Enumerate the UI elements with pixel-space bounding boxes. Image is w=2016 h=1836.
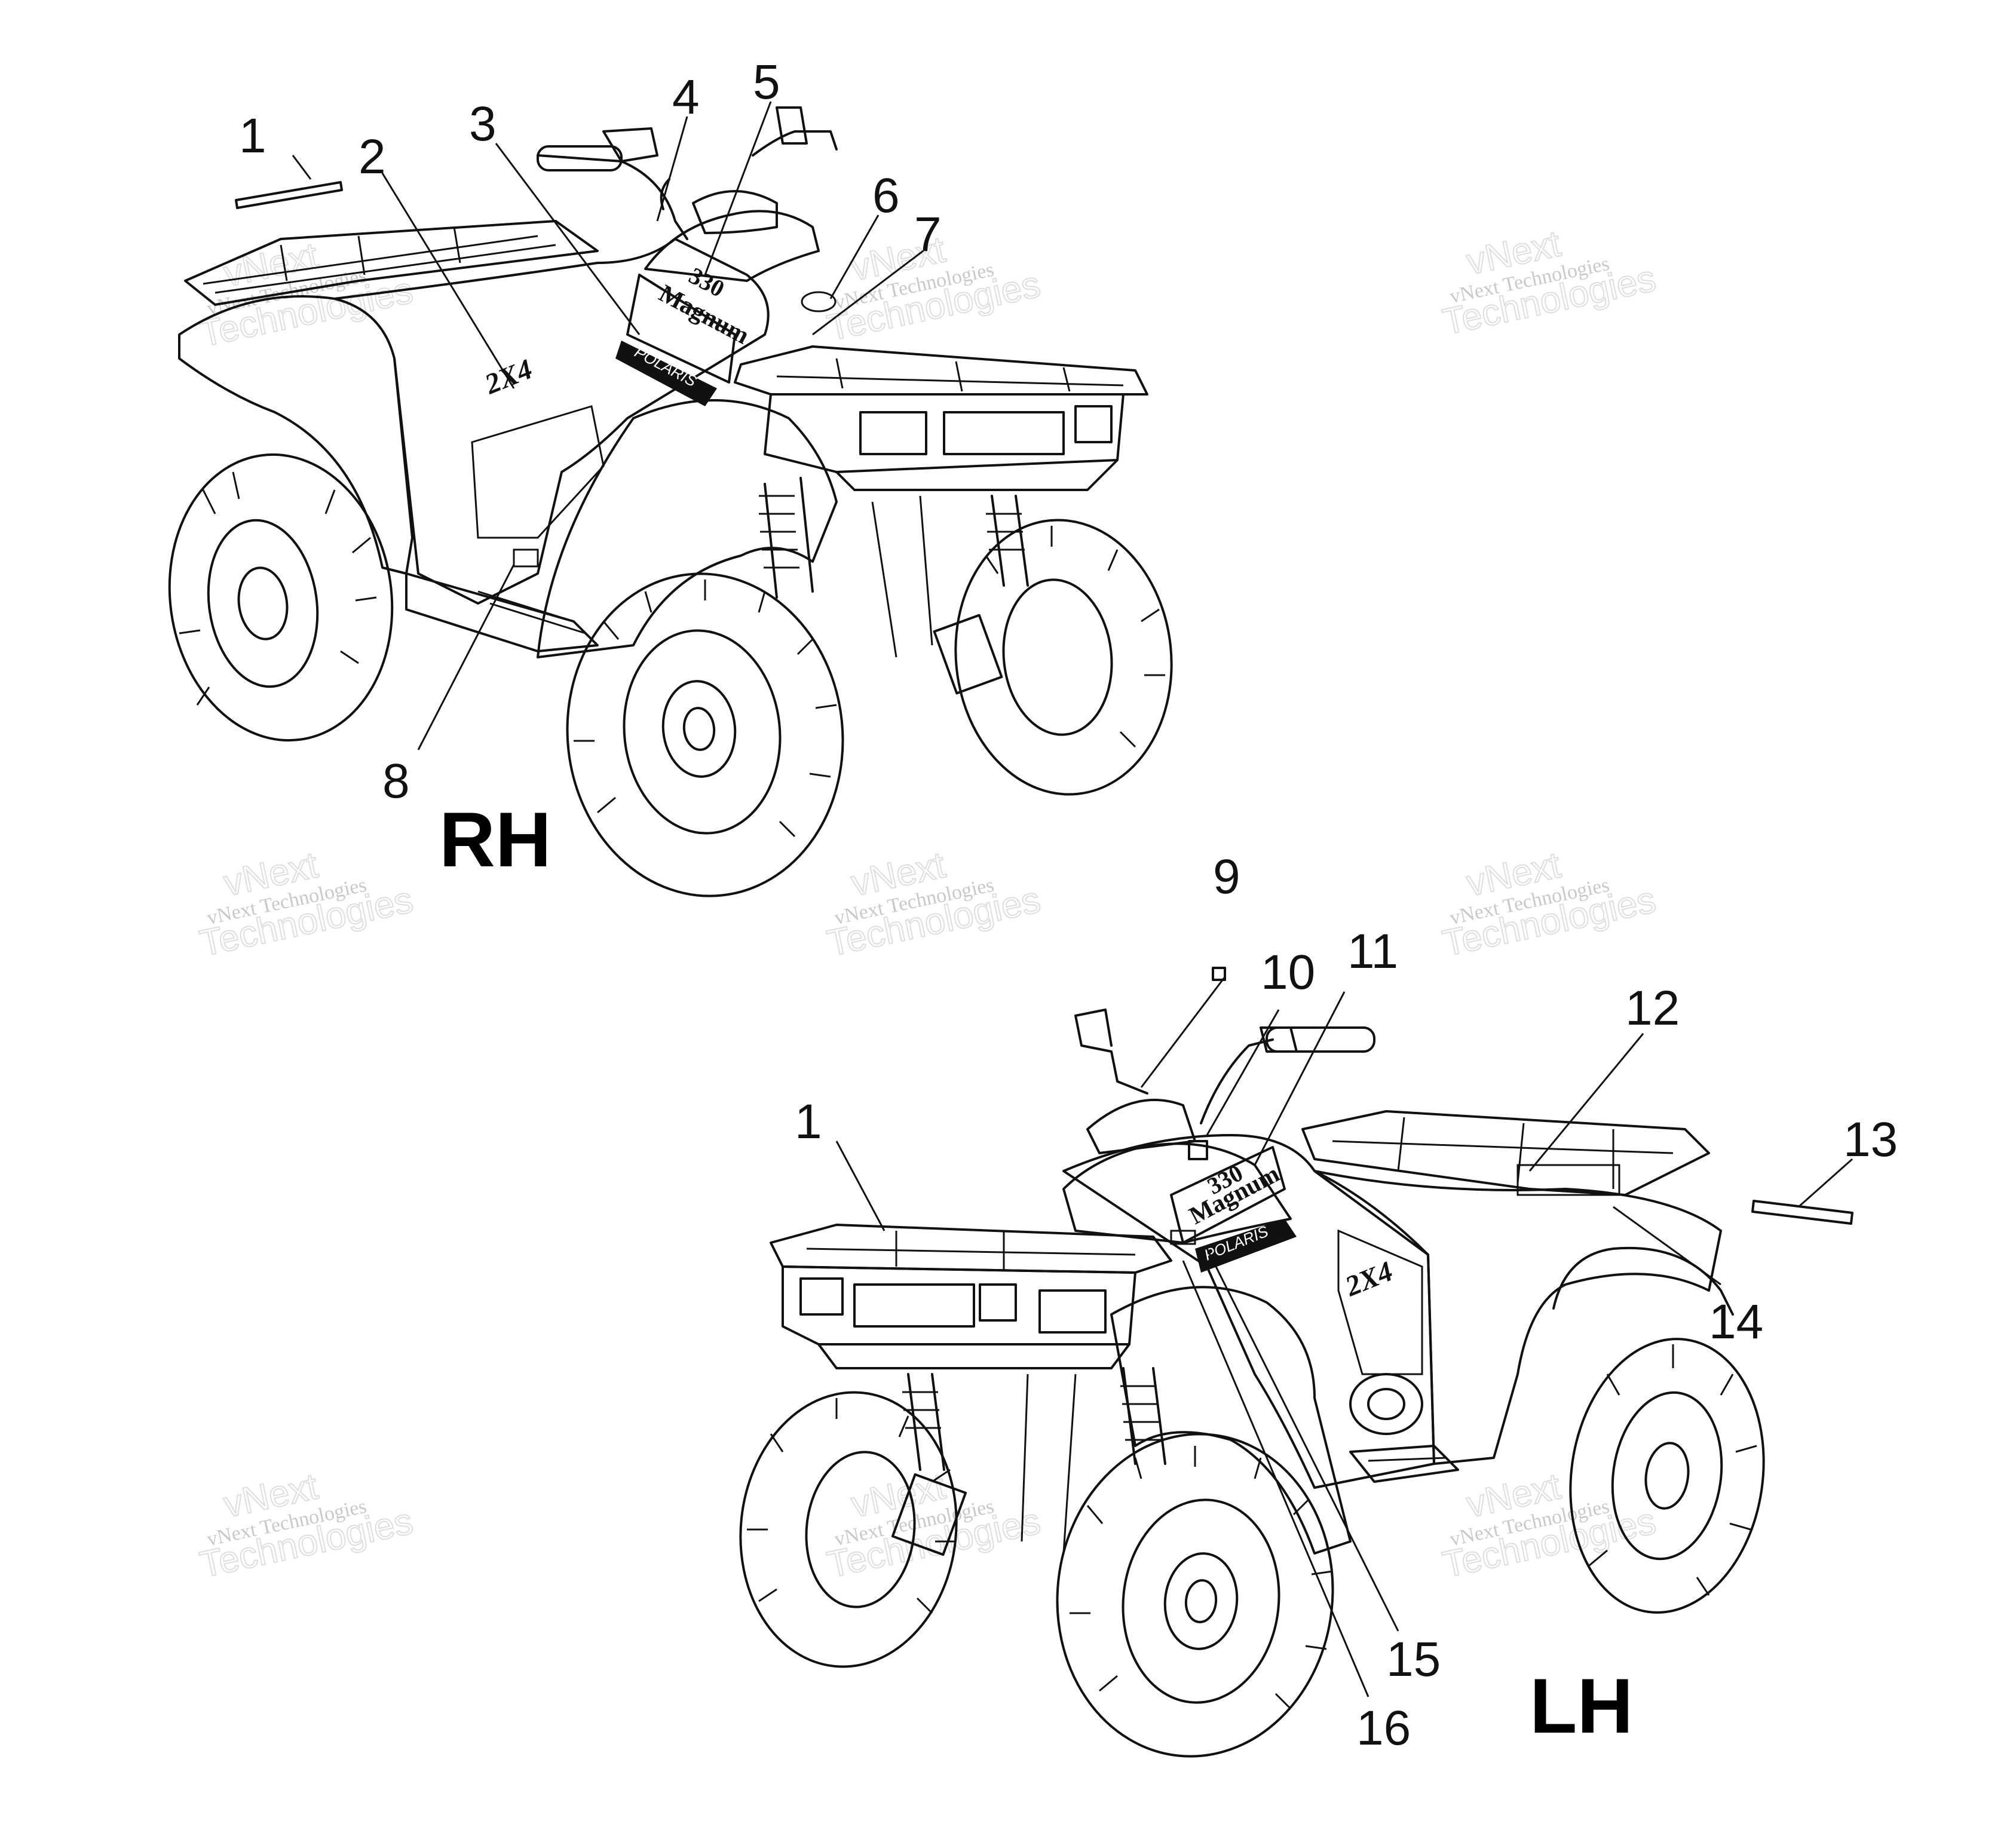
lh-leader-lines <box>835 976 1853 1697</box>
rh-leader-lines <box>292 101 924 750</box>
decal-9 <box>1212 967 1226 981</box>
callout-lh-14: 14 <box>1709 1295 1763 1349</box>
callout-lh-12: 12 <box>1625 981 1680 1035</box>
callout-rh-2: 2 <box>359 130 386 184</box>
callout-rh-3: 3 <box>469 97 497 151</box>
watermark: vNext vNext Technologies Technologies <box>823 1465 1044 1586</box>
watermark: vNext vNext Technologies Technologies <box>823 844 1044 965</box>
view-label-rh: RH <box>439 796 552 883</box>
callout-lh-11: 11 <box>1347 924 1398 979</box>
watermark: vNext vNext Technologies Technologies <box>1439 844 1660 965</box>
decal-drive-lh: 2X4 <box>1340 1255 1397 1302</box>
callout-lh-16: 16 <box>1356 1701 1411 1755</box>
decal-brand-stripe <box>615 341 717 406</box>
watermark: vNext vNext Technologies Technologies <box>196 1465 417 1586</box>
atv-right-hand-view: Magnum 330 POLARIS 2X4 <box>168 106 1173 897</box>
view-label-lh: LH <box>1530 1662 1633 1749</box>
callout-rh-5: 5 <box>753 55 780 109</box>
lh-callouts: 9 10 11 1 12 13 14 15 16 LH <box>795 850 1898 1755</box>
callout-rh-1: 1 <box>239 109 266 163</box>
watermark: vNext vNext Technologies Technologies <box>1439 222 1660 344</box>
decal-drive: 2X4 <box>480 353 537 400</box>
decal-brand-stripe-lh <box>1195 1219 1297 1273</box>
watermark: vNext vNext Technologies Technologies <box>196 844 417 965</box>
callout-lh-10: 10 <box>1261 945 1315 1000</box>
atv-left-hand-view: Magnum 330 POLARIS 2X4 <box>739 1009 1765 1758</box>
watermark: vNext vNext Technologies Technologies <box>1439 1465 1660 1586</box>
callout-rh-6: 6 <box>872 168 900 223</box>
watermark: vNext vNext Technologies Technologies <box>823 228 1044 350</box>
callout-rh-8: 8 <box>382 754 410 808</box>
callout-rh-4: 4 <box>672 70 700 124</box>
rh-callouts: 1 2 3 4 5 6 7 8 RH <box>239 55 942 883</box>
callout-rh-7: 7 <box>914 207 942 262</box>
callout-lh-15: 15 <box>1386 1632 1441 1687</box>
callout-lh-1: 1 <box>795 1095 822 1149</box>
callout-lh-13: 13 <box>1843 1112 1898 1167</box>
decal-strip-1 <box>235 181 343 209</box>
callout-lh-9: 9 <box>1213 850 1240 904</box>
decal-strip-13 <box>1751 1200 1853 1225</box>
